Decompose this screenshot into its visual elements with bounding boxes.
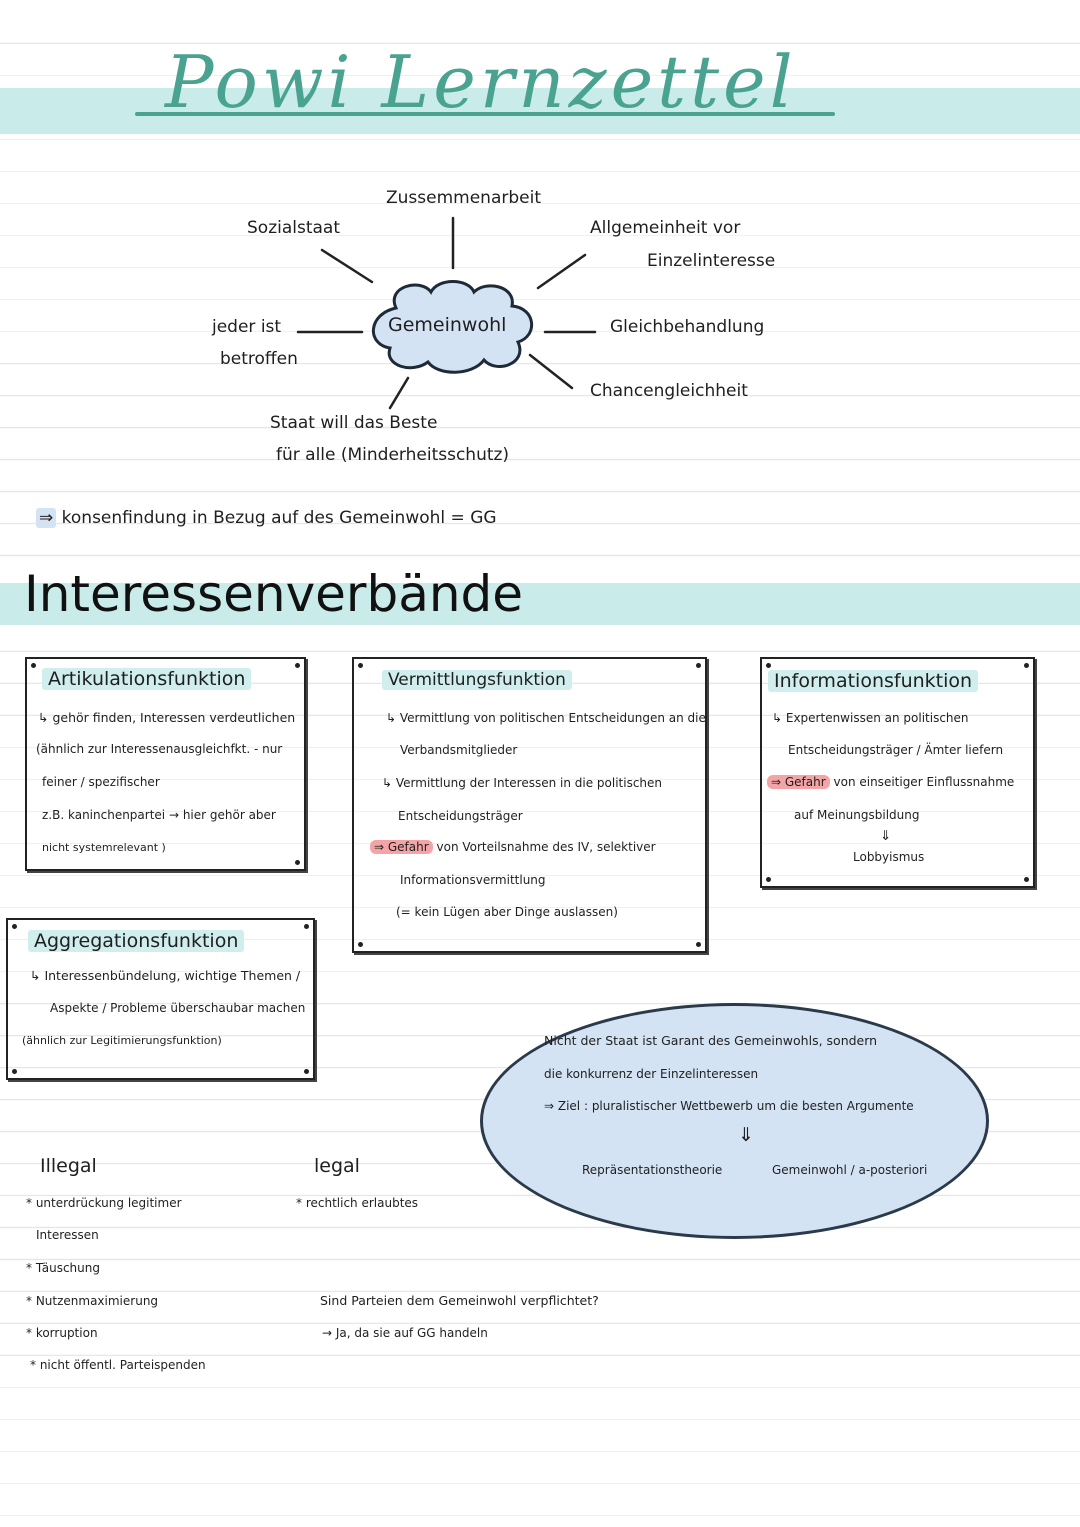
illegal-title: Illegal — [40, 1155, 97, 1177]
mindmap-bottom-right: Chancengleichheit — [590, 381, 748, 401]
conclusion-line: ⇒ konsenfindung in Bezug auf des Gemeinw… — [36, 508, 497, 528]
aggregation-line-2: Aspekte / Probleme überschaubar machen — [50, 1001, 306, 1015]
artikulation-line-4: z.B. kaninchenpartei → hier gehör aber — [42, 808, 276, 822]
information-line-2: Entscheidungsträger / Ämter liefern — [788, 743, 1004, 757]
mindmap-top-right-1: Allgemeinheit vor — [590, 218, 741, 238]
danger-highlight: ⇒ Gefahr — [767, 775, 830, 789]
artikulation-line-5: nicht systemrelevant ) — [42, 841, 166, 854]
mindmap-left-2: betroffen — [220, 349, 298, 369]
vermittlung-line-2: Verbandsmitglieder — [400, 743, 518, 757]
information-line-4: Lobbyismus — [853, 850, 925, 864]
box-vermittlung — [352, 657, 707, 953]
information-line-3: auf Meinungsbildung — [794, 808, 920, 822]
box-information — [760, 657, 1035, 888]
vermittlung-line-6: (= kein Lügen aber Dinge auslassen) — [396, 905, 618, 919]
aggregation-line-3: (ähnlich zur Legitimierungsfunktion) — [22, 1034, 222, 1047]
vermittlung-line-4: Entscheidungsträger — [398, 809, 523, 823]
illegal-item: * Nutzenmaximierung — [26, 1294, 159, 1308]
mindmap-left-1: jeder ist — [212, 317, 282, 337]
vermittlung-line-3: ↳ Vermittlung der Interessen in die poli… — [382, 776, 663, 790]
box-artikulation — [25, 657, 306, 871]
mindmap-top-left: Sozialstaat — [247, 218, 341, 238]
illegal-item: Interessen — [36, 1228, 99, 1242]
answer-text: → Ja, da sie auf GG handeln — [322, 1326, 488, 1340]
vermittlung-danger-line: ⇒ Gefahr von Vorteilsnahme des IV, selek… — [370, 840, 656, 854]
ellipse-left: Repräsentationstheorie — [582, 1163, 723, 1177]
aggregation-line-1: ↳ Interessenbündelung, wichtige Themen / — [30, 968, 301, 983]
information-danger-line: ⇒ Gefahr von einseitiger Einflussnahme — [767, 775, 1014, 789]
double-arrow-icon: ⇒ — [36, 508, 57, 528]
mindmap-right: Gleichbehandlung — [610, 317, 765, 337]
mindmap-center: Gemeinwohl — [388, 314, 507, 336]
ellipse-line-2: die konkurrenz der Einzelinteressen — [544, 1067, 759, 1081]
artikulation-line-1: ↳ gehör finden, Interessen verdeutlichen — [38, 710, 296, 725]
illegal-item: * unterdrückung legitimer — [26, 1196, 182, 1210]
box-vermittlung-title: Vermittlungsfunktion — [382, 670, 572, 690]
artikulation-line-3: feiner / spezifischer — [42, 775, 160, 789]
title-band — [0, 88, 1080, 134]
mindmap-bottom-1: Staat will das Beste — [270, 413, 438, 433]
box-artikulation-title: Artikulationsfunktion — [42, 668, 252, 690]
vermittlung-line-5: Informationsvermittlung — [400, 873, 546, 887]
page-title: Powi Lernzettel — [165, 40, 797, 124]
pluralism-ellipse — [480, 1003, 989, 1239]
box-aggregation — [6, 918, 315, 1080]
gemeinwohl-cloud — [372, 280, 534, 374]
section-title: Interessenverbände — [24, 565, 524, 623]
mindmap-lines — [296, 216, 597, 410]
artikulation-line-2: (ähnlich zur Interessenausgleichfkt. - n… — [36, 742, 283, 756]
mindmap-bottom-2: für alle (Minderheitsschutz) — [276, 445, 510, 465]
illegal-item: * korruption — [26, 1326, 98, 1340]
down-arrow-icon: ⇓ — [738, 1124, 754, 1146]
title-underline — [135, 112, 835, 116]
ellipse-right: Gemeinwohl / a-posteriori — [772, 1163, 928, 1177]
illegal-item: * Täuschung — [26, 1261, 100, 1275]
ellipse-line-3: ⇒ Ziel : pluralistischer Wettbewerb um d… — [544, 1099, 914, 1113]
section-band — [0, 583, 1080, 625]
mindmap-top-right-2: Einzelinteresse — [647, 251, 776, 271]
danger-highlight: ⇒ Gefahr — [370, 840, 433, 854]
down-arrow-icon: ⇓ — [880, 828, 892, 844]
mindmap-top: Zussemmenarbeit — [386, 188, 541, 208]
vermittlung-line-1: ↳ Vermittlung von politischen Entscheidu… — [386, 711, 706, 725]
illegal-item: * nicht öffentl. Parteispenden — [30, 1358, 206, 1372]
legal-item: * rechtlich erlaubtes — [296, 1196, 419, 1210]
conclusion-text: konsenfindung in Bezug auf des Gemeinwoh… — [61, 508, 497, 528]
box-information-title: Informationsfunktion — [768, 670, 979, 692]
ellipse-line-1: Nicht der Staat ist Garant des Gemeinwoh… — [544, 1033, 878, 1048]
question-text: Sind Parteien dem Gemeinwohl verpflichte… — [320, 1293, 599, 1308]
legal-title: legal — [314, 1155, 360, 1177]
information-line-1: ↳ Expertenwissen an politischen — [772, 711, 969, 725]
box-aggregation-title: Aggregationsfunktion — [28, 930, 245, 952]
